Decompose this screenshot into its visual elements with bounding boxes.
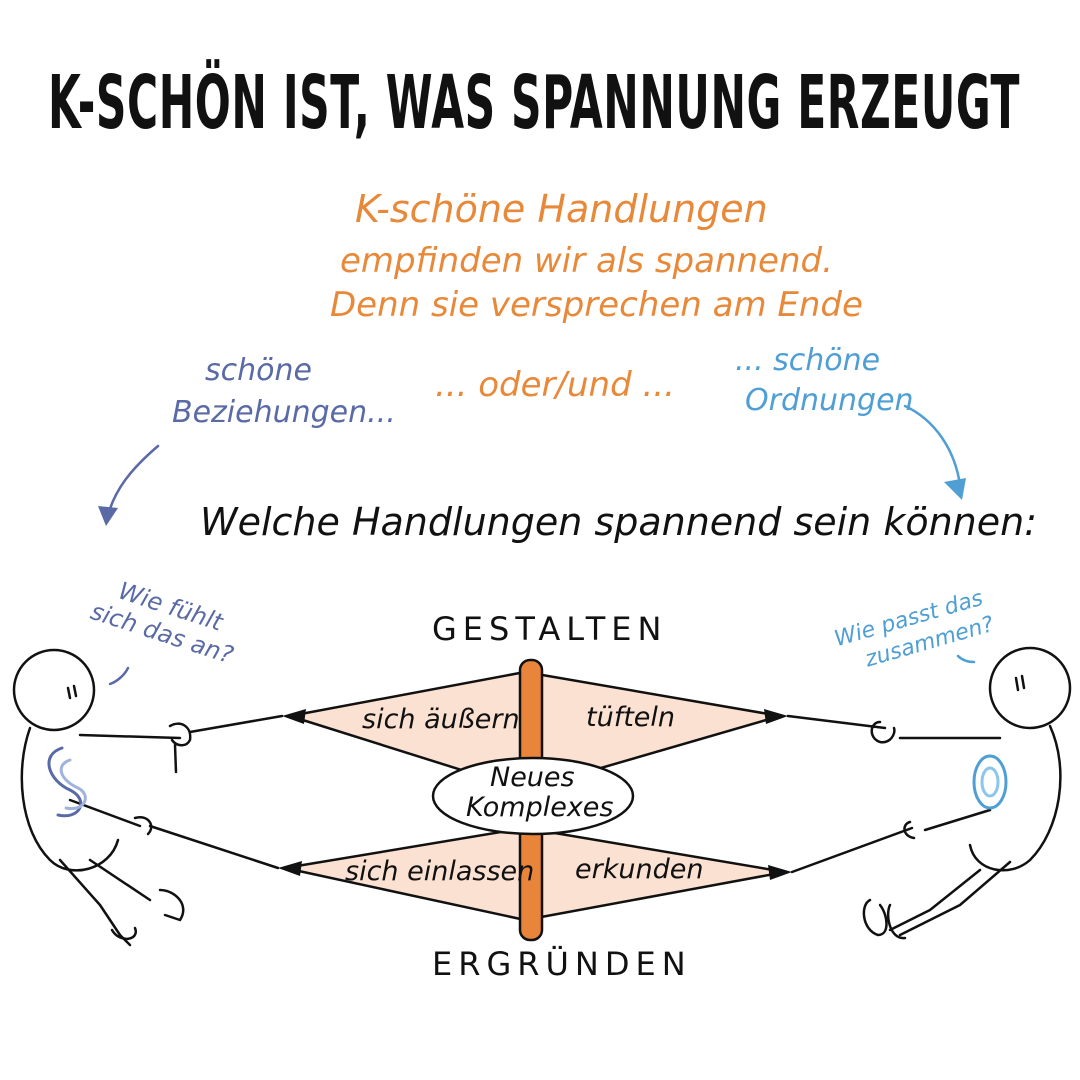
- middle-note: ... oder/und ...: [435, 365, 675, 405]
- left-person-thought: Wie fühlt sich das an?: [87, 577, 237, 670]
- axis-top-label: GESTALTEN: [432, 610, 667, 648]
- lower-right-knot: [768, 865, 792, 880]
- left-lower-rope: [148, 824, 280, 870]
- page-title: K-SCHÖN IST, WAS SPANNUNG ERZEUGT: [48, 58, 1020, 146]
- lower-left-knot: [278, 861, 302, 876]
- intro-line-1: K-schöne Handlungen: [355, 187, 768, 231]
- right-lower-rope: [790, 826, 914, 874]
- intro-line-3: Denn sie versprechen am Ende: [330, 285, 863, 325]
- quadrant-top-right: tüfteln: [586, 702, 675, 733]
- left-person-swirl: [47, 746, 83, 818]
- quadrant-bottom-right: erkunden: [575, 854, 703, 885]
- center-line-2: Komplexes: [466, 792, 613, 823]
- left-upper-rope: [188, 714, 284, 734]
- right-arrow-head-icon: [944, 478, 966, 500]
- left-curved-arrow: [106, 444, 160, 517]
- axis-bottom-label: ERGRÜNDEN: [432, 945, 692, 983]
- question-heading: Welche Handlungen spannend sein können:: [200, 500, 1037, 544]
- right-person: [862, 646, 1072, 940]
- left-note-line-2: Beziehungen...: [172, 395, 396, 430]
- right-thought-tick: [956, 654, 976, 664]
- upper-right-knot: [764, 709, 788, 724]
- right-note-line-1: ... schöne: [735, 343, 880, 378]
- upper-left-knot: [282, 709, 306, 724]
- quadrant-top-left: sich äußern: [362, 704, 520, 735]
- quadrant-bottom-left: sich einlassen: [345, 856, 534, 887]
- left-thought-tick: [108, 666, 130, 686]
- left-person: [12, 648, 192, 947]
- right-curved-arrow: [903, 404, 962, 487]
- intro-line-2: empfinden wir als spannend.: [340, 241, 833, 281]
- right-upper-rope: [786, 714, 887, 730]
- right-note-line-2: Ordnungen: [745, 383, 914, 418]
- left-note-line-1: schöne: [205, 353, 312, 388]
- center-line-1: Neues: [490, 762, 575, 793]
- left-arrow-head-icon: [98, 506, 118, 526]
- right-person-swirl: [972, 754, 1008, 810]
- center-ellipse: [431, 756, 635, 836]
- right-person-thought: Wie passt das zusammen?: [832, 586, 997, 673]
